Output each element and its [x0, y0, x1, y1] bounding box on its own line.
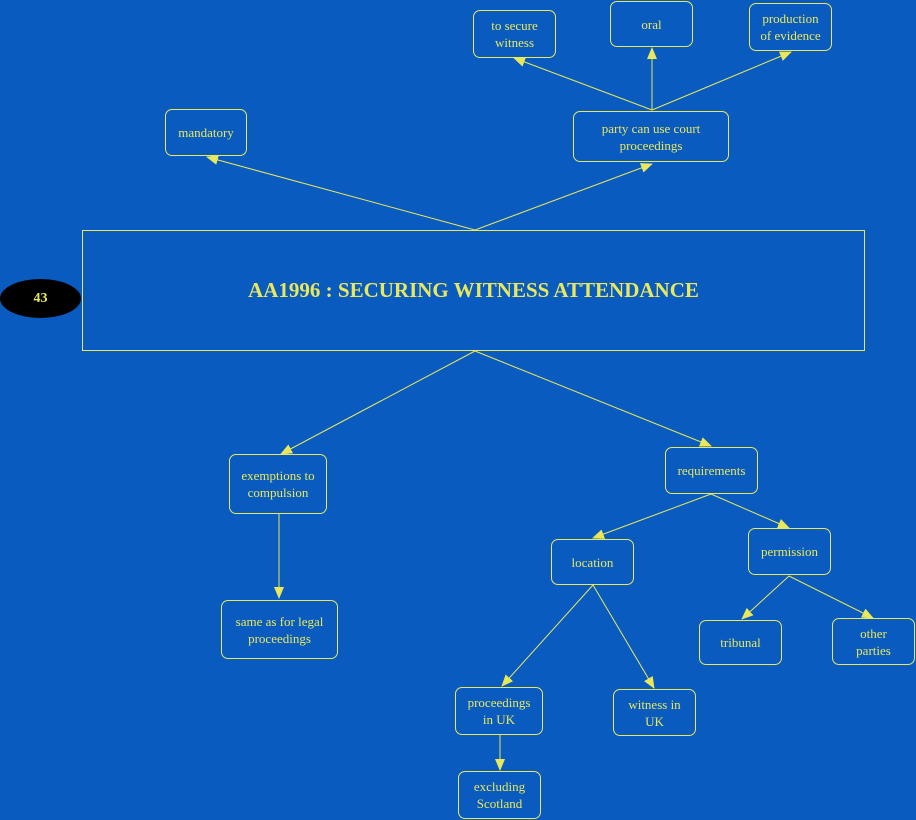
edge-main-requirements [474, 350, 712, 447]
edge-permission-tribunal [741, 575, 790, 620]
edge-location-proceedings [501, 584, 594, 687]
node-same-as-for-legal-proceedings: same as for legal proceedings [221, 600, 338, 659]
node-oral: oral [610, 1, 693, 47]
node-mandatory: mandatory [165, 109, 247, 156]
edge-main-mandatory [206, 155, 476, 231]
edge-main-party [474, 163, 653, 231]
edge-location-witness [592, 584, 655, 689]
node-location: location [551, 539, 634, 585]
node-to-secure-witness: to secure witness [473, 10, 556, 58]
edge-main-exemptions [280, 350, 476, 455]
edge-requirements-location [592, 493, 712, 539]
node-excluding-scotland: excluding Scotland [458, 771, 541, 819]
edge-party-production [651, 51, 792, 111]
edge-requirements-permission [710, 493, 790, 529]
node-production-of-evidence: production of evidence [749, 3, 832, 51]
node-party-can-use-court-proceedings: party can use court proceedings [573, 111, 729, 162]
main-title: AA1996 : SECURING WITNESS ATTENDANCE [248, 278, 699, 302]
node-other-parties: other parties [832, 618, 915, 665]
edge-permission-other [788, 575, 874, 619]
main-title-box: AA1996 : SECURING WITNESS ATTENDANCE [82, 230, 865, 351]
edge-party-to-secure [513, 57, 653, 111]
slide-number-badge: 43 [0, 279, 81, 318]
node-requirements: requirements [665, 447, 758, 494]
node-proceedings-in-uk: proceedings in UK [455, 687, 543, 735]
node-tribunal: tribunal [699, 620, 782, 665]
node-exemptions-to-compulsion: exemptions to compulsion [229, 454, 327, 514]
node-permission: permission [748, 528, 831, 575]
node-witness-in-uk: witness in UK [613, 689, 696, 736]
